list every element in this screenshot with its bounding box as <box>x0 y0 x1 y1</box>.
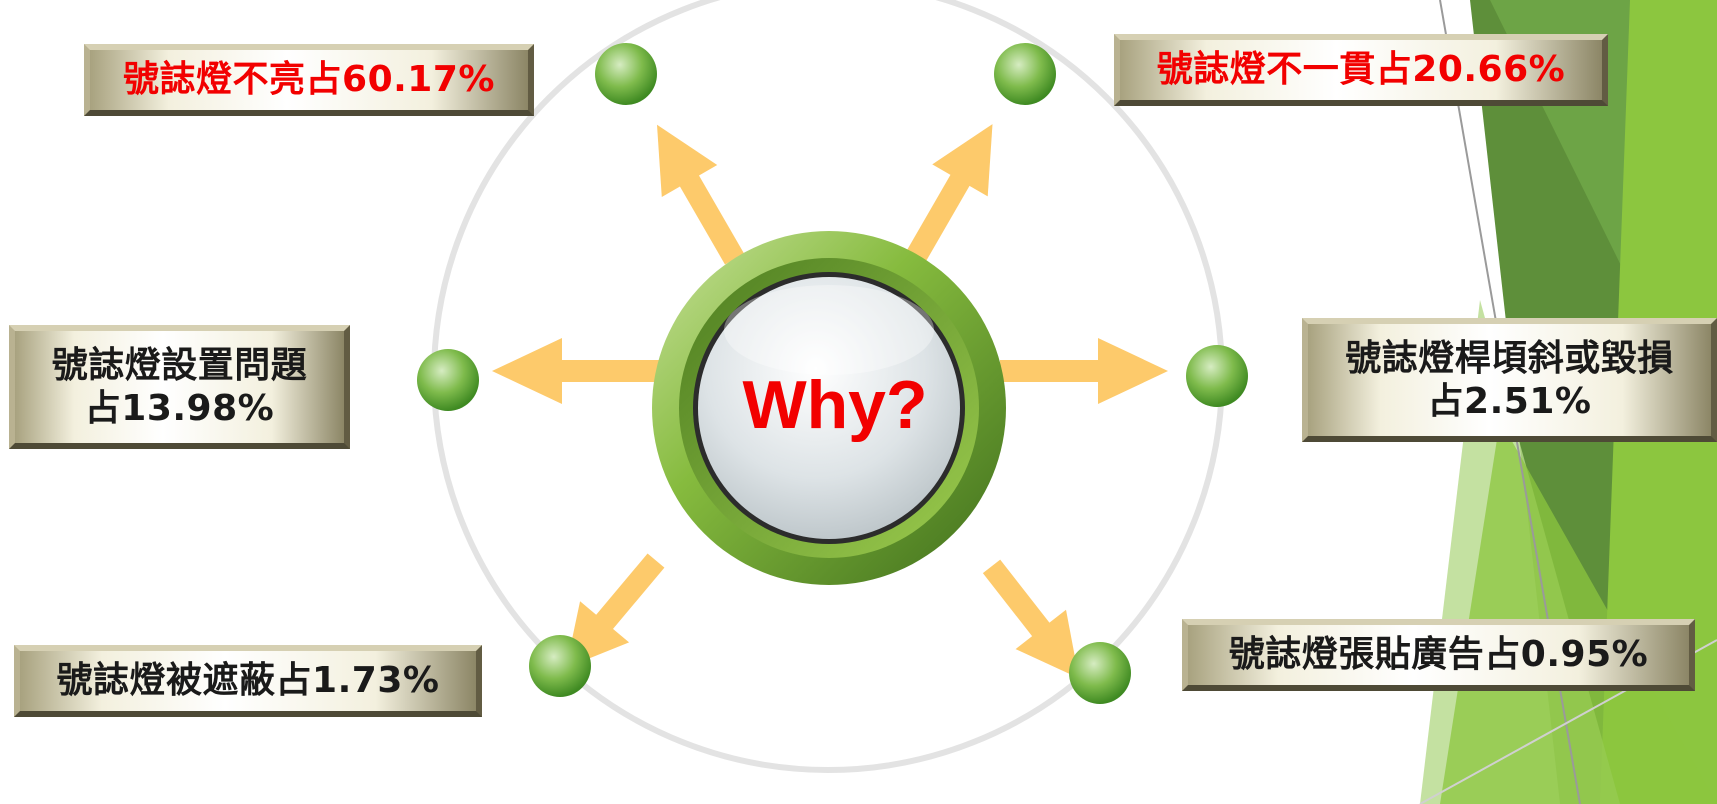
arrow-up-left <box>657 124 745 265</box>
label-mid-left-line2: 占13.98% <box>84 388 275 429</box>
center-why-text: Why? <box>742 367 928 443</box>
node-bottom-right <box>1069 642 1131 704</box>
label-mid-left: 號誌燈設置問題 占13.98% <box>9 325 350 449</box>
label-bottom-left-text: 號誌燈被遮蔽占1.73% <box>56 660 440 702</box>
label-top-right-text: 號誌燈不一貫占20.66% <box>1156 49 1566 91</box>
label-mid-left-line1: 號誌燈設置問題 <box>51 344 308 386</box>
center-button <box>652 231 1006 585</box>
nodes <box>417 43 1248 704</box>
label-mid-right-line1: 號誌燈桿頃斜或毀損 <box>1345 337 1674 379</box>
arrow-left <box>492 338 660 404</box>
label-bottom-left: 號誌燈被遮蔽占1.73% <box>14 645 482 717</box>
node-mid-left <box>417 349 479 411</box>
arrow-down-right <box>982 559 1079 679</box>
label-mid-right: 號誌燈桿頃斜或毀損 占2.51% <box>1302 318 1717 442</box>
node-mid-right <box>1186 345 1248 407</box>
arrows <box>492 124 1168 679</box>
node-bottom-left <box>529 635 591 697</box>
label-bottom-right: 號誌燈張貼廣告占0.95% <box>1182 619 1695 691</box>
node-top-right <box>994 43 1056 105</box>
label-top-left: 號誌燈不亮占60.17% <box>84 44 534 116</box>
arrow-up-right <box>905 124 993 264</box>
node-top-left <box>595 43 657 105</box>
arrow-right <box>1000 338 1168 404</box>
label-bottom-right-text: 號誌燈張貼廣告占0.95% <box>1228 634 1649 676</box>
label-top-right: 號誌燈不一貫占20.66% <box>1114 34 1608 106</box>
label-mid-right-line2: 占2.51% <box>1427 381 1592 422</box>
label-top-left-text: 號誌燈不亮占60.17% <box>123 59 495 101</box>
